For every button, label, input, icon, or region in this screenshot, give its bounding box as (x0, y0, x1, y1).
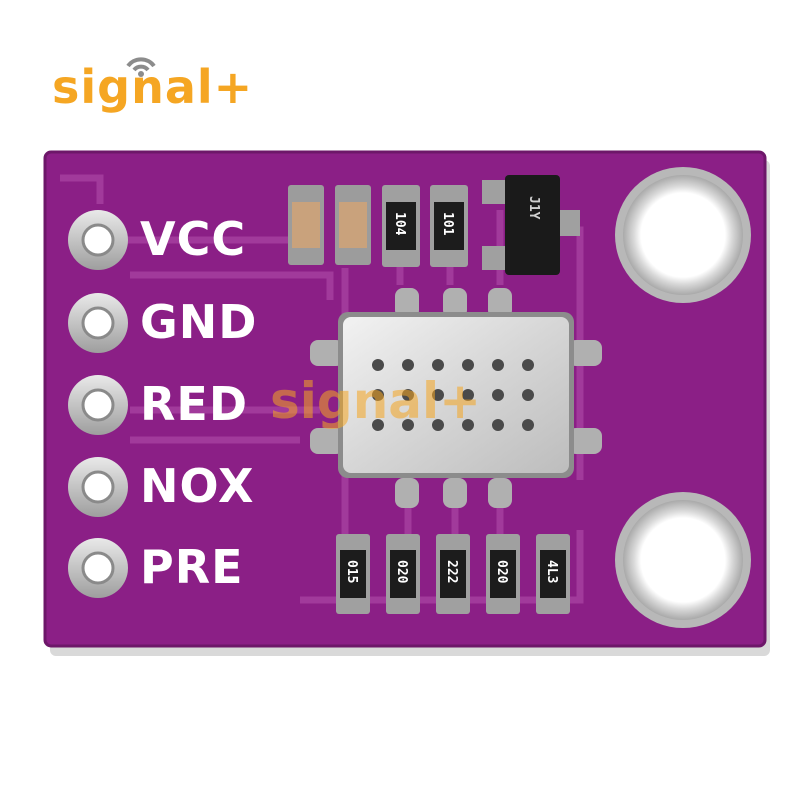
pin-label-vcc: VCC (140, 212, 247, 266)
brand-logo-text: signal+ (52, 60, 254, 114)
resistor-bottom-5-code: 4L3 (544, 560, 559, 583)
transistor (482, 175, 580, 275)
resistor-top-1 (382, 185, 420, 267)
resistor-bottom-2-code: 020 (394, 560, 409, 584)
sensor-chip-pins (310, 288, 602, 508)
pin-pad-nox (68, 457, 128, 517)
resistor-bottom-4-code: 020 (494, 560, 509, 584)
resistor-bottom-3-code: 222 (444, 560, 459, 583)
pin-label-gnd: GND (140, 295, 258, 349)
pin-label-nox: NOX (140, 459, 255, 513)
resistor-bottom-3 (436, 534, 470, 614)
pin-label-pre: PRE (140, 540, 244, 594)
pin-pad-gnd (68, 293, 128, 353)
signal-icon (126, 57, 156, 77)
center-watermark: signal+ (270, 372, 482, 430)
capacitor-2 (335, 185, 371, 265)
pcb-outline (43, 150, 767, 648)
pin-pads (68, 210, 128, 598)
resistor-bottom-4 (486, 534, 520, 614)
resistor-bottom-1-code: 015 (344, 560, 359, 583)
pin-pad-pre (68, 538, 128, 598)
resistor-bottom-5 (536, 534, 570, 614)
pin-pad-vcc (68, 210, 128, 270)
resistor-bottom-2 (386, 534, 420, 614)
brand-logo: signal+ (52, 52, 282, 122)
resistor-top-1-code: 104 (392, 212, 407, 236)
mounting-hole-top (615, 167, 751, 303)
gas-sensor-chip (338, 312, 574, 478)
pin-pad-red (68, 375, 128, 435)
transistor-marking: J1Y (526, 196, 541, 220)
mounting-hole-bottom (615, 492, 751, 628)
sensor-vent-holes (372, 359, 534, 431)
capacitor-1 (288, 185, 324, 265)
resistor-bottom-1 (336, 534, 370, 614)
resistor-top-2-code: 101 (440, 212, 455, 236)
resistor-top-2 (430, 185, 468, 267)
pin-label-red: RED (140, 377, 249, 431)
